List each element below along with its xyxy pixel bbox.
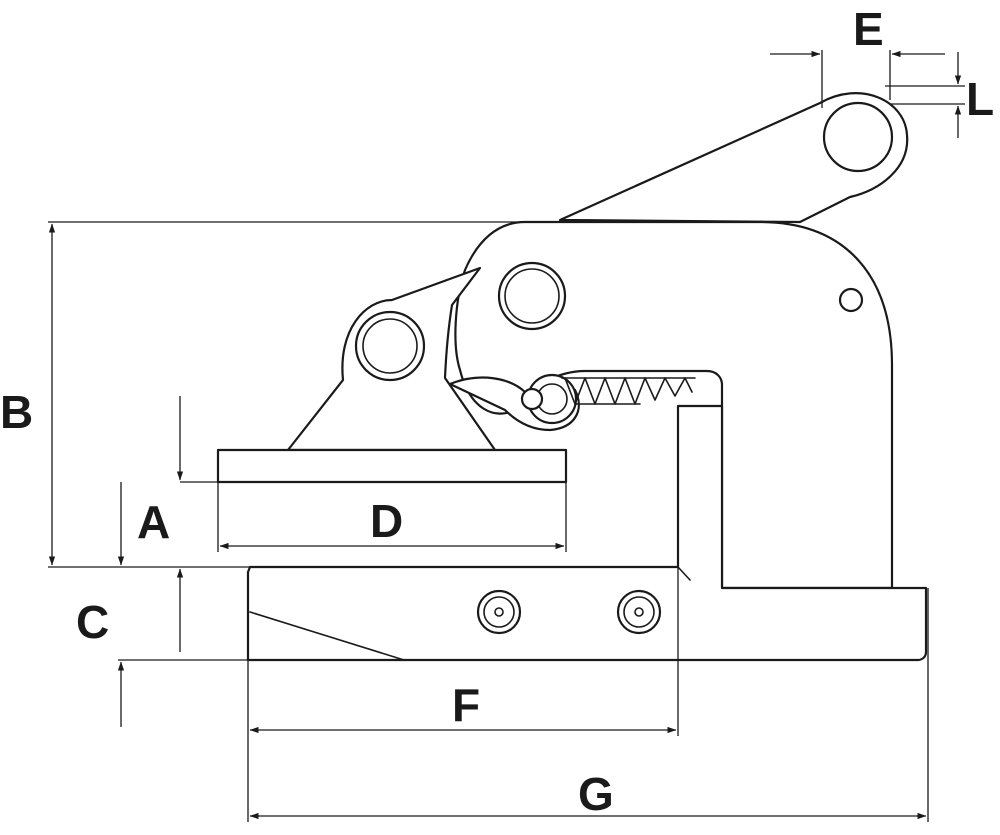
label-f: F [452,679,480,731]
jaw-hole [838,287,864,313]
bracket-pivot-pin [354,310,426,382]
lifting-eye [822,101,894,173]
label-g: G [578,768,614,820]
clamp-outline [216,92,928,662]
lifting-arm [558,92,909,224]
cam-pin-small [520,387,544,411]
pressure-pad [216,448,568,484]
label-b: B [0,386,33,438]
base-wedge [249,611,405,661]
label-c: C [76,596,109,648]
base-plate [246,404,928,662]
main-pivot-pin [497,261,567,331]
label-e: E [853,3,884,55]
label-l: L [966,73,994,125]
label-d: D [370,495,403,547]
spring [564,377,693,405]
dimension-lines [48,50,965,822]
dimension-labels: B A C D F G E L [0,3,994,820]
label-a: A [137,496,170,548]
